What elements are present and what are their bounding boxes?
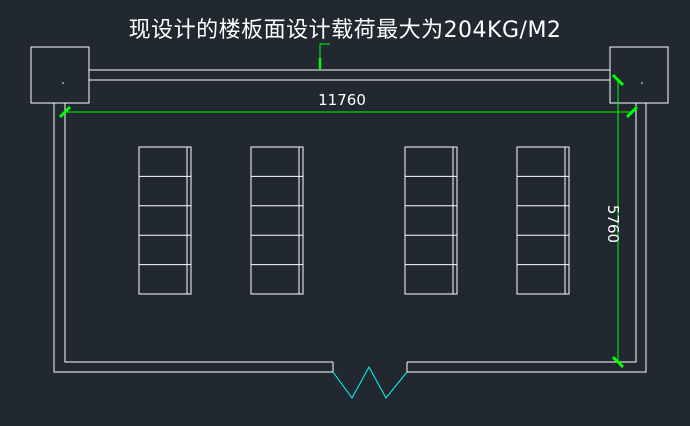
column-left-center [62, 82, 64, 84]
shelf-unit [516, 146, 570, 295]
height-dimension-label: 5760 [604, 205, 622, 243]
shelving-units [138, 146, 570, 295]
width-dim-tick-left [58, 105, 72, 119]
door-swing [332, 365, 408, 399]
column-left [30, 46, 90, 104]
wall-outline [53, 103, 647, 373]
column-right [609, 46, 669, 104]
shelf-unit [138, 146, 192, 295]
width-dimension-label: 11760 [318, 91, 366, 109]
height-dim-tick-top [611, 73, 625, 87]
shelf-unit [404, 146, 458, 295]
column-right-center [641, 82, 643, 84]
design-load-note: 现设计的楼板面设计载荷最大为204KG/M2 [128, 18, 562, 43]
note-leader [319, 43, 330, 60]
width-dim-tick-right [625, 105, 639, 119]
height-dim-tick-bottom [611, 355, 625, 369]
shelf-unit [250, 146, 304, 295]
